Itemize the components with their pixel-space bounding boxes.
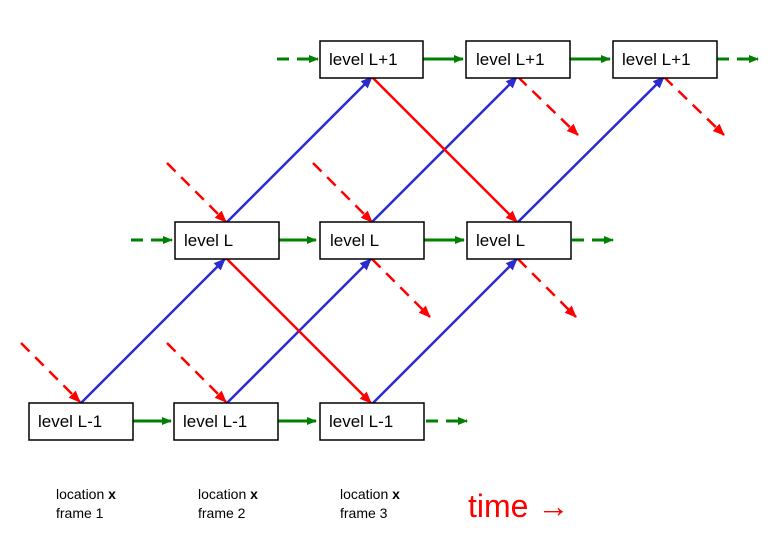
node-box xyxy=(28,402,134,441)
time-label: time → xyxy=(468,488,570,524)
node-top-3: level L+1 xyxy=(612,40,718,79)
node-mid-1: level L xyxy=(174,221,280,260)
caption-frame-text: frame 3 xyxy=(340,505,388,521)
edge-mid-1-to-bot-3 xyxy=(226,258,372,404)
node-box xyxy=(466,221,572,260)
node-box xyxy=(174,221,280,260)
dashed-out-top-3 xyxy=(663,76,725,136)
node-mid-2: level L xyxy=(319,221,425,260)
caption-frame-1: location x frame 1 xyxy=(56,485,116,523)
node-label: level L+1 xyxy=(329,50,398,69)
caption-frame-2: location x frame 2 xyxy=(198,485,258,523)
node-box xyxy=(319,40,424,79)
caption-frame-text: frame 1 xyxy=(56,505,104,521)
downward-continuations xyxy=(20,76,725,403)
node-label: level L+1 xyxy=(476,50,545,69)
node-label: level L-1 xyxy=(38,412,102,431)
dashed-into-mid-1 xyxy=(166,162,227,223)
caption-variable: x xyxy=(250,486,258,502)
node-box xyxy=(319,402,425,441)
caption-location-text: location xyxy=(56,486,105,502)
node-box xyxy=(173,402,279,441)
forward-continuations xyxy=(131,55,759,425)
edge-bot-3-to-mid-4 xyxy=(372,258,518,404)
edge-mid-1-to-top-2 xyxy=(226,76,373,223)
caption-frame-3: location x frame 3 xyxy=(340,485,400,523)
caption-variable: x xyxy=(392,486,400,502)
node-label: level L xyxy=(476,231,525,250)
node-top-2: level L+1 xyxy=(465,40,571,79)
node-mid-3: level L xyxy=(466,221,572,260)
node-box xyxy=(612,40,718,79)
dashed-into-bot-1 xyxy=(20,342,81,403)
dashed-out-top-2 xyxy=(517,76,579,136)
node-label: level L-1 xyxy=(329,412,393,431)
edge-top-1-to-mid-3 xyxy=(371,76,518,223)
dashed-out-mid-3 xyxy=(517,258,577,318)
node-label: level L-1 xyxy=(183,412,247,431)
caption-location-text: location xyxy=(198,486,247,502)
node-box xyxy=(319,221,425,260)
node-label: level L xyxy=(330,231,379,250)
edge-mid-3-to-top-4 xyxy=(517,76,665,223)
caption-variable: x xyxy=(108,486,116,502)
node-bot-3: level L-1 xyxy=(319,402,425,441)
node-label: level L xyxy=(184,231,233,250)
downward-edges xyxy=(226,76,518,404)
dashed-into-bot-2 xyxy=(166,342,227,403)
node-box xyxy=(465,40,571,79)
caption-frame-text: frame 2 xyxy=(198,505,246,521)
node-bot-1: level L-1 xyxy=(28,402,134,441)
dashed-out-mid-2 xyxy=(371,258,431,318)
node-bot-2: level L-1 xyxy=(173,402,279,441)
node-label: level L+1 xyxy=(622,50,691,69)
dashed-into-mid-2 xyxy=(312,162,373,223)
node-top-1: level L+1 xyxy=(319,40,424,79)
edge-bot-1-to-mid-2 xyxy=(80,258,226,404)
caption-location-text: location xyxy=(340,486,389,502)
forward-edges xyxy=(133,55,611,425)
